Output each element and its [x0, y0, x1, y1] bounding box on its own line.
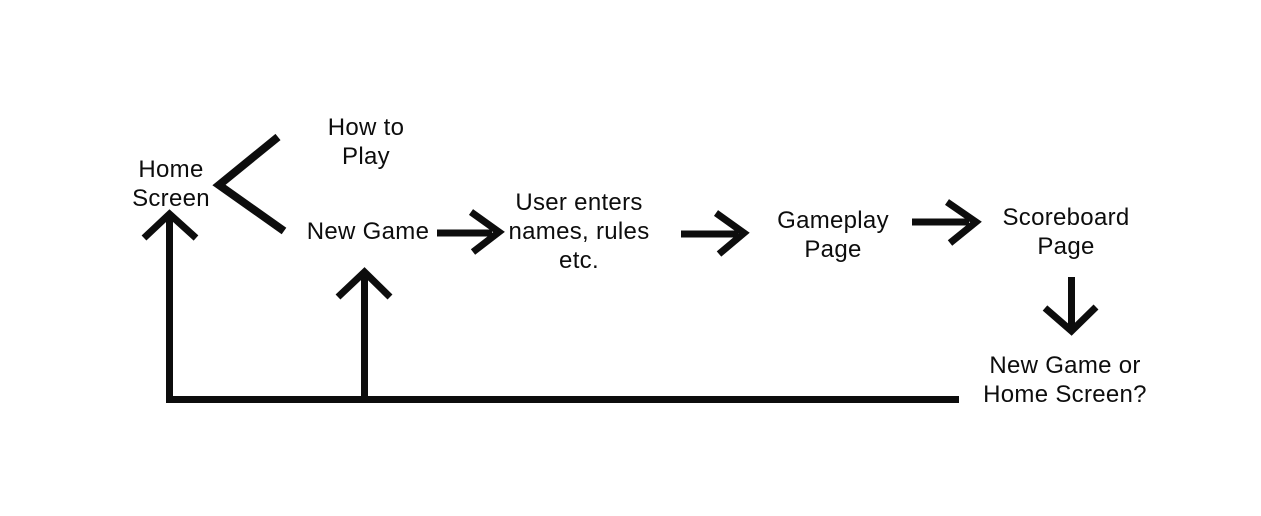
- node-home-screen: Home Screen: [132, 156, 210, 212]
- arrow-setup-to-gameplay: [681, 210, 750, 257]
- node-user-enters: User enters names, rules etc.: [508, 189, 650, 274]
- branch-connector-home-options: [212, 133, 287, 235]
- return-arrow-to-home: [141, 209, 199, 403]
- node-scoreboard-page: Scoreboard Page: [1002, 204, 1130, 260]
- node-how-to-play: How to Play: [327, 114, 405, 170]
- arrow-newgame-to-setup: [437, 209, 505, 255]
- arrow-gameplay-to-scoreboard: [912, 199, 982, 246]
- node-gameplay-page: Gameplay Page: [777, 207, 889, 263]
- arrow-scoreboard-to-choice: [1042, 277, 1099, 336]
- return-arrow-to-newgame: [335, 267, 393, 403]
- node-end-choice: New Game or Home Screen?: [983, 352, 1147, 408]
- node-new-game: New Game: [306, 218, 430, 245]
